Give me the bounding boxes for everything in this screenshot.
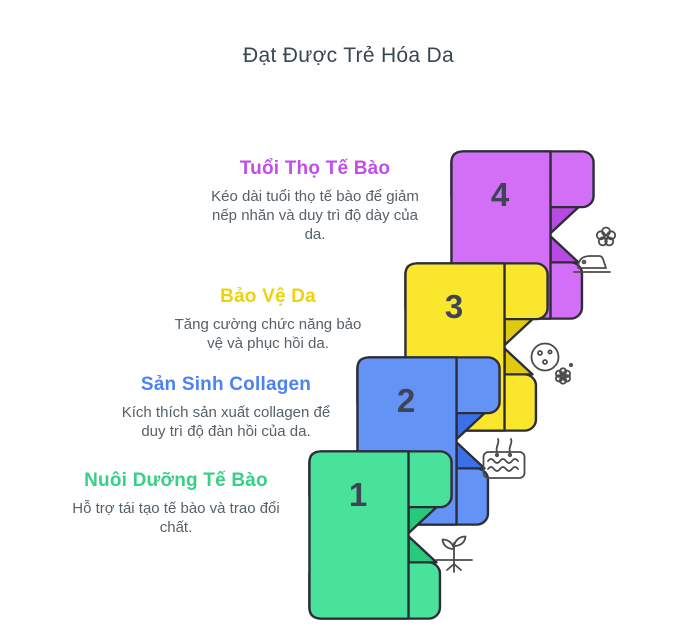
step-2-number: 2 [396,382,416,419]
step-1-text-block: Nuôi Dưỡng Tế Bào Hỗ trợ tái tạo tế bào … [70,470,282,537]
step-2-heading: Sản Sinh Collagen [140,374,312,395]
step-2-text-block: Sản Sinh Collagen Kích thích sản xuất co… [118,374,334,441]
step-3-number: 3 [444,288,464,325]
step-1-description: Hỗ trợ tái tạo tế bào và trao đổi chất. [72,500,280,536]
step-3-heading: Bảo Vệ Da [220,286,316,307]
step-1-ribbon: 1 [308,450,453,620]
ribbon-scroll-shape [308,450,453,620]
page-title: Đạt Được Trẻ Hóa Da [243,44,454,67]
step-3-text-block: Bảo Vệ Da Tăng cường chức năng bảo vệ và… [168,286,368,353]
step-2-description: Kích thích sản xuất collagen để duy trì … [121,404,331,440]
skin-layers-icon [480,436,528,487]
step-4-description: Kéo dài tuổi thọ tế bào để giảm nếp nhăn… [211,188,419,243]
step-4-heading: Tuổi Thọ Tế Bào [239,158,391,179]
clean-skin-icon [526,340,576,395]
step-1-number: 1 [348,476,368,513]
flower-care-icon [570,224,622,285]
plant-roots-icon [430,530,478,585]
step-1-heading: Nuôi Dưỡng Tế Bào [84,470,268,491]
step-4-number: 4 [490,176,510,213]
step-3-description: Tăng cường chức năng bảo vệ và phục hồi … [174,316,362,352]
step-4-text-block: Tuổi Thọ Tế Bào Kéo dài tuổi thọ tế bào … [209,158,421,244]
